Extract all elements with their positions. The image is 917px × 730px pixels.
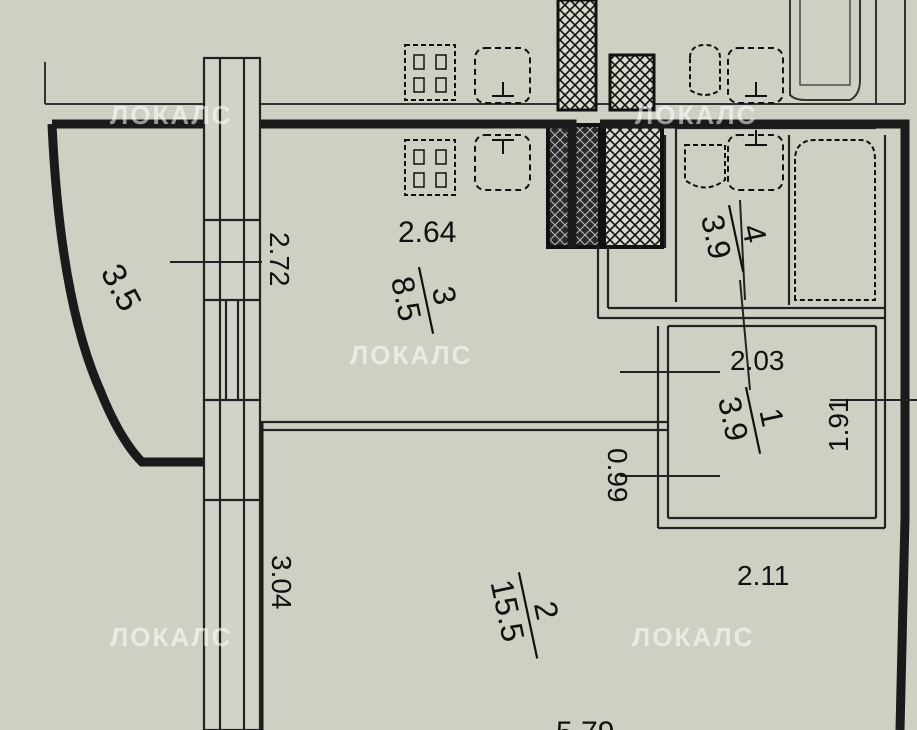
kitchen-area: 8.5: [384, 273, 428, 324]
watermark: ЛОКАЛС: [110, 622, 232, 652]
dimension-room-length: 5.79: [556, 716, 614, 730]
sink-icon: [474, 47, 784, 191]
hall-area: 3.9: [711, 393, 755, 444]
dimension-hall-depth: 1.91: [823, 398, 854, 453]
dimension-lines: [170, 199, 917, 477]
dimension-kitchen-width: 2.64: [398, 216, 456, 249]
partition-walls: [258, 126, 887, 530]
living-room-area: 15.5: [484, 576, 532, 644]
kitchen-label: 3 8.5: [384, 266, 464, 334]
bathroom-label: 4 3.9: [694, 204, 774, 272]
dimension-hall-width: 2.03: [730, 345, 785, 376]
dimension-corridor-width: 0.99: [602, 448, 633, 503]
watermark: ЛОКАЛС: [632, 622, 754, 652]
kitchen-number: 3: [425, 283, 464, 308]
watermark: ЛОКАЛС: [635, 100, 757, 130]
loggia-area: 3.5: [93, 258, 149, 318]
living-room-number: 2: [527, 598, 566, 623]
dimension-window-wall: 3.04: [266, 555, 297, 610]
bathroom-area: 3.9: [694, 211, 738, 262]
stove-icon: [404, 44, 456, 196]
bathtub-icon: [794, 139, 876, 301]
hall-label: 1 3.9: [711, 386, 791, 454]
upper-floor-outline: [44, 0, 906, 105]
watermark: ЛОКАЛС: [350, 340, 472, 370]
hall-number: 1: [752, 405, 791, 430]
toilet-icon: [684, 43, 726, 189]
dimension-loggia-depth: 2.72: [264, 232, 295, 287]
stove-burner-icon: [413, 54, 447, 188]
living-room-label: 2 15.5: [484, 572, 566, 659]
dimension-room-width: 2.11: [737, 560, 789, 591]
watermark: ЛОКАЛС: [110, 100, 232, 130]
window-column: [202, 56, 262, 730]
